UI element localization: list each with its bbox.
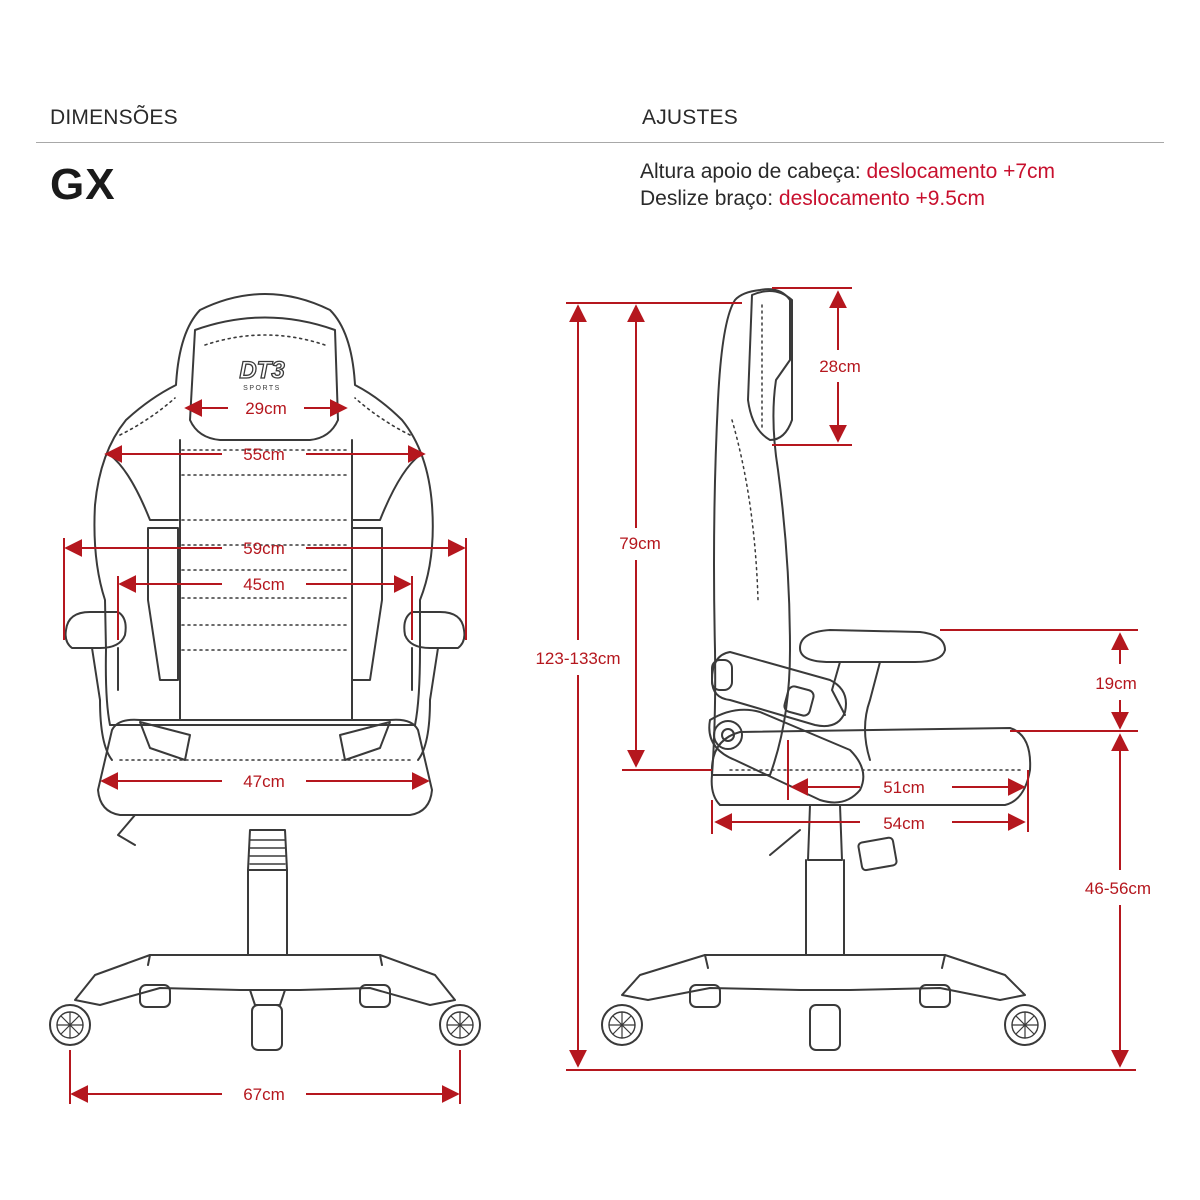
front-right-bolster — [351, 454, 421, 521]
front-dimension-lines — [63, 399, 467, 1104]
front-wheel-right — [439, 1004, 481, 1046]
dim-total-height: 123-133cm — [535, 649, 620, 668]
front-seat — [97, 718, 433, 816]
side-tilt-bracket — [711, 651, 847, 728]
front-logo: DT3 — [239, 357, 285, 384]
front-left-armrest — [64, 611, 127, 649]
dim-headrest-width: 29cm — [245, 399, 287, 418]
front-logo-sub: SPORTS — [243, 385, 281, 392]
front-base — [74, 954, 456, 1006]
side-mechanism-knob — [713, 720, 743, 750]
dim-headrest-height: 28cm — [819, 357, 861, 376]
front-center-wheel — [251, 1004, 283, 1051]
front-cylinder — [247, 869, 288, 956]
front-view-chair — [49, 293, 481, 1051]
front-left-strip — [147, 527, 179, 681]
side-center-wheel — [809, 1004, 841, 1051]
dim-seat-width: 47cm — [243, 772, 285, 791]
front-stitching — [119, 334, 411, 761]
adjustments-heading: AJUSTES — [642, 106, 738, 129]
side-view-chair — [601, 288, 1046, 1051]
dim-backrest-width: 55cm — [243, 445, 285, 464]
side-seat — [710, 727, 1032, 806]
front-right-strip — [351, 527, 383, 681]
front-cylinder-ribs — [249, 839, 286, 865]
side-base — [621, 954, 1026, 1001]
header-divider — [36, 142, 1164, 143]
front-lever — [117, 814, 136, 846]
dim-backrest-height: 79cm — [619, 534, 661, 553]
front-rear-wheel-left — [139, 984, 171, 1008]
adjustment-headrest-label: Altura apoio de cabeça: — [640, 160, 861, 183]
side-mechanism — [708, 708, 865, 804]
dimensions-heading: DIMENSÕES — [50, 106, 178, 129]
side-rear-wheel-left — [689, 984, 721, 1008]
front-dimension-labels: 29cm 55cm 59cm 45cm 47cm 67cm — [243, 399, 287, 1104]
side-wheel-right — [1004, 1004, 1046, 1046]
adjustment-armrest-label: Deslize braço: — [640, 187, 774, 210]
side-cylinder-cover — [807, 804, 843, 861]
front-wheel-left — [49, 1004, 91, 1046]
adjustment-headrest-value: deslocamento +7cm — [866, 160, 1056, 183]
side-wheel-left — [601, 1004, 643, 1046]
dim-armrest-outer-width: 59cm — [243, 539, 285, 558]
side-lever — [769, 829, 801, 856]
front-left-armrest-post — [91, 647, 119, 761]
front-base-center-leg — [249, 989, 286, 1006]
front-backrest — [93, 293, 434, 726]
side-dial — [857, 836, 898, 872]
front-right-armrest — [403, 611, 466, 649]
side-backrest — [711, 288, 791, 776]
adjustment-armrest: Deslize braço: deslocamento +9.5cm — [640, 187, 985, 211]
dim-seat-height: 46-56cm — [1085, 879, 1151, 898]
side-cylinder — [805, 859, 845, 956]
side-rear-wheel-right — [919, 984, 951, 1008]
dim-armrest-inner-width: 45cm — [243, 575, 285, 594]
front-left-bolster — [109, 454, 179, 521]
front-seat-left-pad — [139, 721, 191, 761]
adjustment-headrest: Altura apoio de cabeça: deslocamento +7c… — [640, 160, 1055, 184]
side-armrest-post — [831, 661, 881, 761]
front-seat-right-pad — [339, 721, 391, 761]
side-armrest — [799, 629, 946, 663]
side-bracket-knob — [783, 685, 815, 717]
front-rear-wheel-right — [359, 984, 391, 1008]
side-stitching — [729, 304, 1021, 771]
front-headrest — [189, 316, 339, 441]
side-dimension-lines — [566, 287, 1138, 1071]
dim-base-width: 67cm — [243, 1085, 285, 1104]
side-dimension-labels: 123-133cm 79cm 28cm 19cm 46-56cm 51cm 54… — [535, 357, 1151, 898]
adjustment-armrest-value: deslocamento +9.5cm — [778, 187, 985, 210]
dim-seat-depth-inner: 51cm — [883, 778, 925, 797]
dim-armrest-height: 19cm — [1095, 674, 1137, 693]
side-headrest — [747, 290, 793, 441]
model-name: GX — [50, 160, 116, 209]
dim-seat-depth-outer: 54cm — [883, 814, 925, 833]
front-right-armrest-post — [411, 647, 439, 761]
